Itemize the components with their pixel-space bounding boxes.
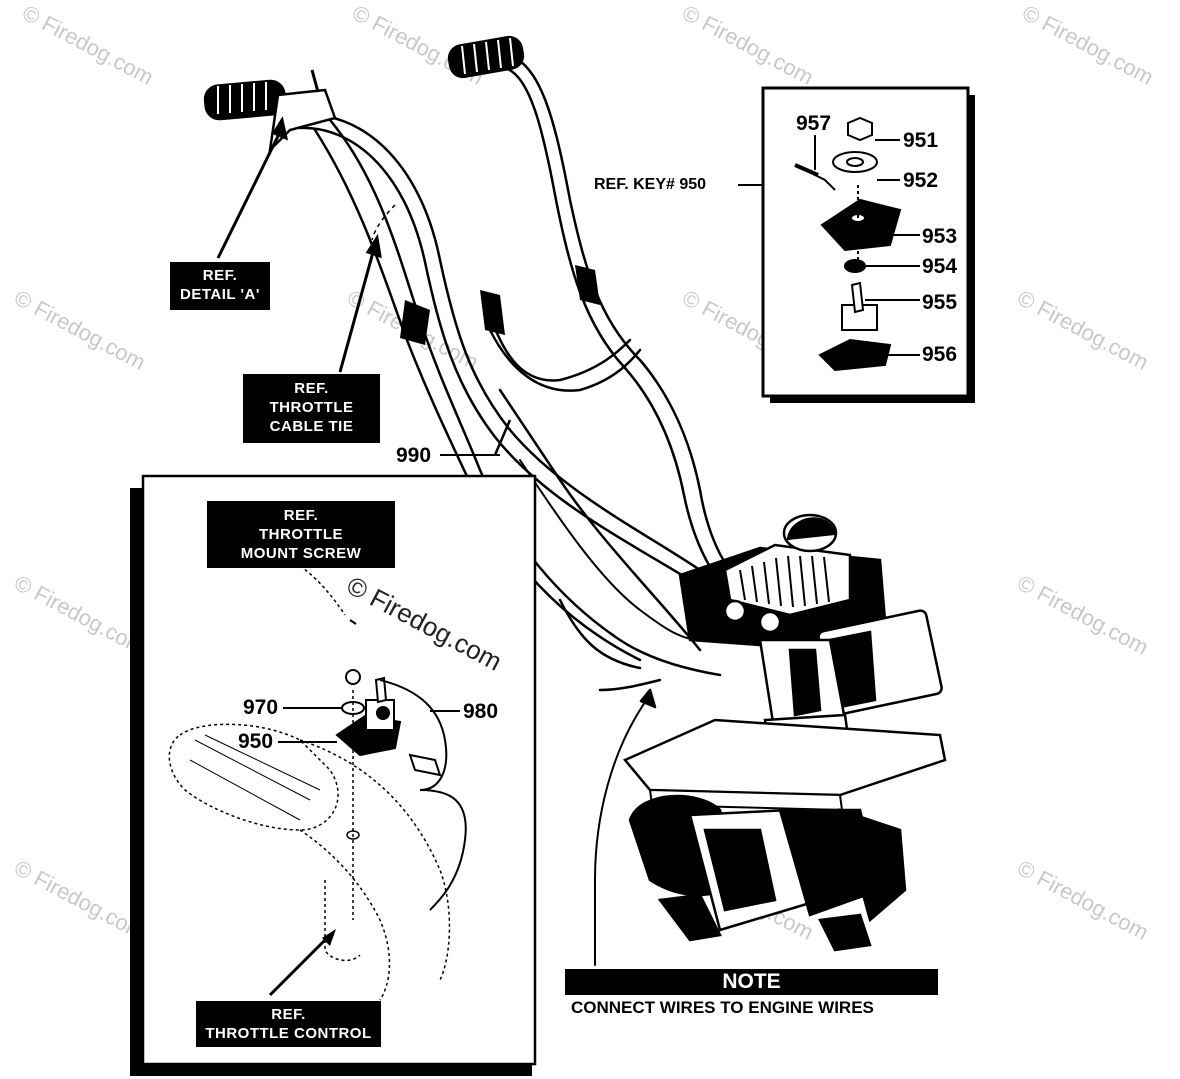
part-number: 952	[903, 169, 939, 192]
part-number: 951	[903, 129, 939, 152]
part-number: 990	[396, 444, 432, 467]
tine-shield	[622, 718, 947, 797]
part-number: 957	[796, 112, 832, 135]
note-heading: NOTE	[565, 969, 938, 995]
part-number: 954	[922, 255, 958, 278]
crossbar	[483, 298, 632, 382]
ref-key-label: REF. KEY# 950	[594, 176, 707, 193]
right-handlebar	[503, 53, 732, 572]
right-grip	[447, 35, 525, 79]
throttle-cable	[328, 118, 722, 677]
part-number: 950	[238, 730, 274, 753]
tines	[628, 794, 907, 952]
part-number: 953	[922, 225, 958, 248]
callout-detail-a: REF.DETAIL 'A'	[170, 262, 270, 310]
part-number: 956	[922, 343, 958, 366]
callout-throttle-control: REF.THROTTLE CONTROL	[196, 1001, 381, 1047]
left-handlebar	[298, 113, 702, 572]
engine	[678, 513, 943, 762]
handle-grip-dashed	[168, 723, 451, 1001]
part-number: 980	[463, 700, 499, 723]
engine-wire	[558, 598, 662, 692]
part-number: 955	[922, 291, 958, 314]
note-text: CONNECT WIRES TO ENGINE WIRES	[571, 998, 874, 1017]
part-number: 970	[243, 696, 279, 719]
